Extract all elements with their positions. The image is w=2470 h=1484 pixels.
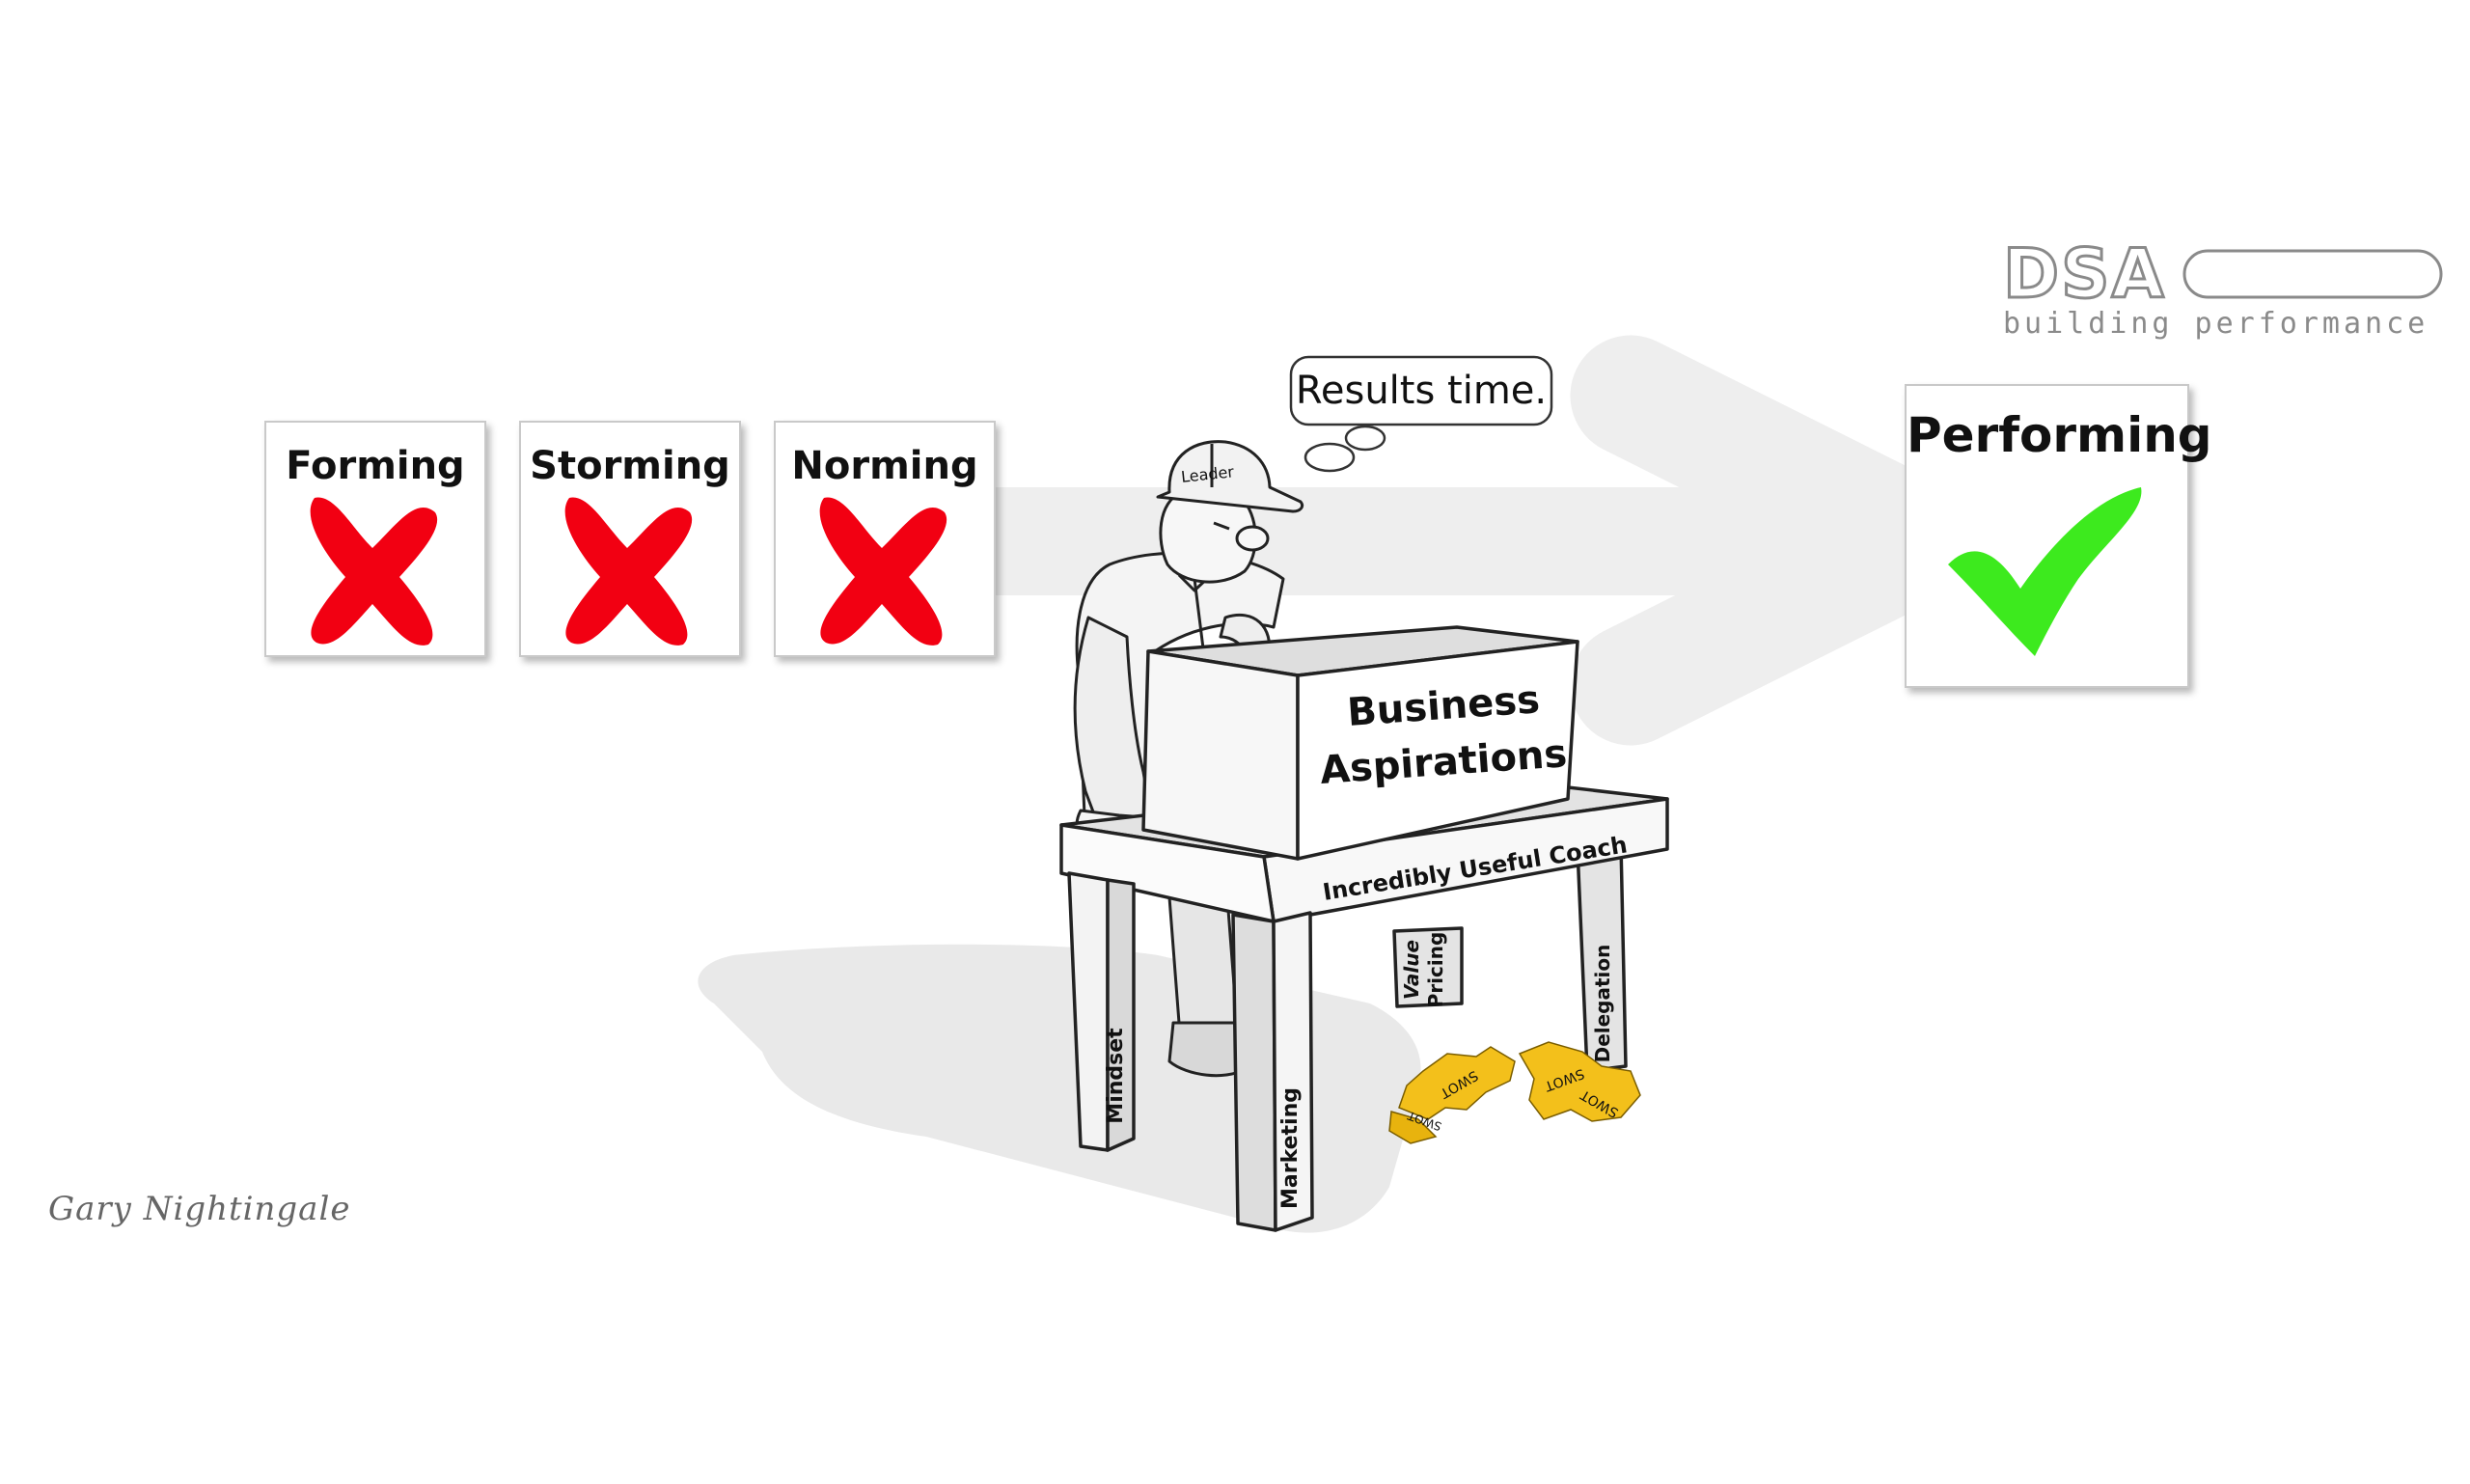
stage-title: Norming	[791, 444, 978, 488]
stage-title: Forming	[286, 444, 465, 488]
logo-pill	[2182, 249, 2443, 299]
leg-back-left	[1392, 926, 1464, 1008]
leg-label-value: Value	[1400, 940, 1423, 1000]
leg-label-marketing: Marketing	[1278, 1087, 1303, 1209]
leg-label-delegation: Delegation	[1591, 945, 1614, 1063]
leg-label-pricing: Pricing	[1424, 932, 1447, 1008]
logo-tagline: building performance	[2003, 307, 2429, 341]
artist-signature: Gary Nightingale	[48, 1190, 351, 1228]
cross-icon	[564, 497, 693, 646]
stage-card-performing: Performing	[1905, 384, 2212, 688]
stage-card-forming: Forming	[264, 421, 486, 657]
cross-icon	[310, 497, 438, 646]
logo-text: DSA	[2003, 241, 2166, 314]
stage-card-storming: Storming	[519, 421, 741, 657]
stage-title: Performing	[1907, 407, 2212, 463]
thought-bubble-text: Results time.	[1295, 369, 1548, 413]
leg-front-right	[1231, 913, 1277, 1232]
cross-icon	[819, 497, 947, 646]
thought-bubble	[1289, 355, 1553, 473]
dsa-logo: DSA	[2003, 241, 2443, 316]
stage-title: Storming	[530, 444, 730, 488]
aspirations-box	[1141, 625, 1579, 861]
torn-paper	[1388, 1041, 1641, 1144]
leg-label-mindset: Mindset	[1104, 1028, 1128, 1124]
checkmark-icon	[1948, 487, 2142, 656]
stage-card-norming: Norming	[774, 421, 996, 657]
